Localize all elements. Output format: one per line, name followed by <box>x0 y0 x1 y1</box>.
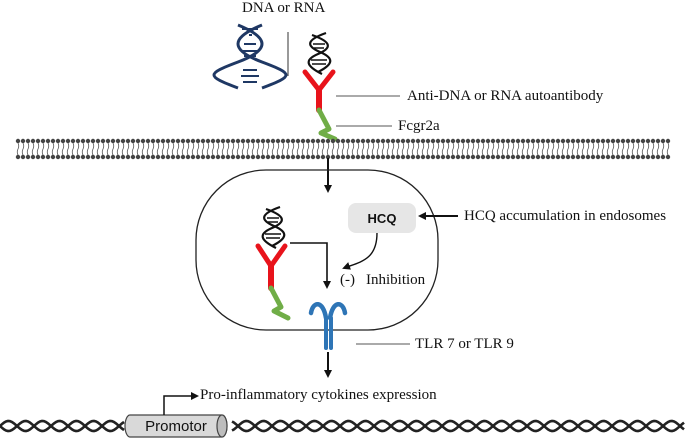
antibody-y-icon <box>302 69 336 113</box>
hcq-accumulation-label: HCQ accumulation in endosomes <box>464 208 667 224</box>
tlr-receptor-icon <box>308 302 348 350</box>
inhibition-sign: (-) <box>340 272 355 288</box>
dna-or-rna-label: DNA or RNA <box>242 0 326 16</box>
fcgr2a-label: Fcgr2a <box>398 118 440 134</box>
dna-double-helix-chromosome <box>0 419 685 433</box>
hcq-inhibition-arrow <box>342 232 378 270</box>
tlr-label: TLR 7 or TLR 9 <box>415 336 514 352</box>
fcgr2a-receptor-icon <box>316 107 338 142</box>
dna-double-helix-icon <box>212 23 288 90</box>
hcq-label: HCQ <box>367 210 397 226</box>
promotor-label: Promotor <box>145 417 207 435</box>
inner-antibody-y-icon <box>255 243 288 291</box>
complex-to-tlr-arrow <box>290 242 331 289</box>
hcq-box: HCQ <box>348 203 416 233</box>
inner-nucleic-acid-strand-icon <box>261 205 286 249</box>
cytokines-label: Pro-inflammatory cytokines expression <box>200 387 437 403</box>
endosome-compartment <box>195 169 439 331</box>
promotor-cylinder <box>124 414 228 438</box>
inner-fcgr2a-receptor-icon <box>268 285 291 321</box>
nucleic-acid-strand-icon <box>307 31 332 75</box>
inhibition-label: Inhibition <box>366 272 426 288</box>
lipid-bilayer <box>15 138 671 160</box>
autoantibody-label: Anti-DNA or RNA autoantibody <box>407 88 604 104</box>
transcription-start-arrow <box>163 392 199 415</box>
